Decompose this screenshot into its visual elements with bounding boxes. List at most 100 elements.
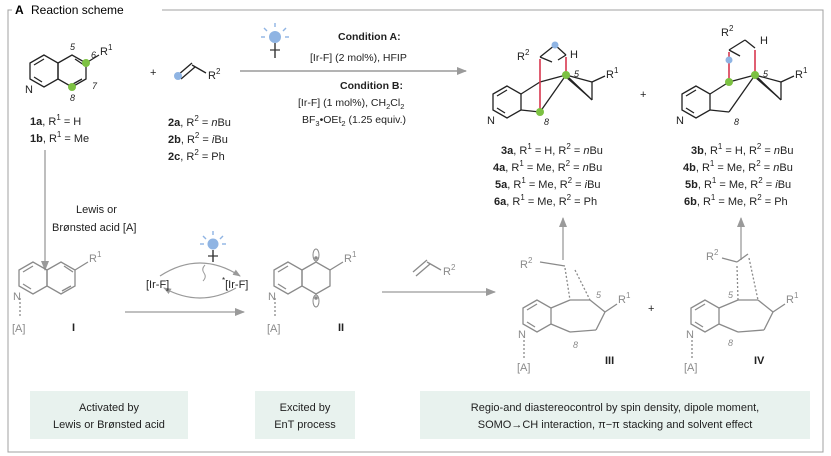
- product-b-structure: [681, 39, 795, 119]
- intermediate-iv-structure: [690, 253, 786, 358]
- alkene-r2: R2: [208, 67, 221, 82]
- compound-2b-label: 2b, R2 = iBu: [168, 131, 228, 146]
- catalyst-excited: *[Ir-F]: [222, 276, 248, 291]
- compound-5a-label: 5a, R1 = Me, R2 = iBu: [495, 176, 601, 191]
- product-a-blue-dot: [551, 41, 559, 49]
- plus-sign-2: +: [640, 89, 646, 101]
- box-excited-line2: EnT process: [274, 419, 336, 431]
- intermediate-iii-acid: [A]: [517, 362, 530, 374]
- plus-sign-1: +: [150, 67, 156, 79]
- intermediate-iii-r1: R1: [618, 291, 631, 306]
- box-regiocontrol-line1: Regio-and diastereocontrol by spin densi…: [471, 402, 759, 414]
- compound-6a-label: 6a, R1 = Me, R2 = Ph: [494, 193, 597, 208]
- box-excited-line1: Excited by: [280, 402, 331, 414]
- panel-title: Reaction scheme: [31, 3, 124, 17]
- intermediate-i-n: N: [13, 291, 21, 303]
- position-5-label: 5: [70, 42, 76, 52]
- intermediate-iv-r1: R1: [786, 291, 799, 306]
- product-b-green-dot-5: [751, 71, 759, 79]
- compound-2a-label: 2a, R2 = nBu: [168, 114, 231, 129]
- product-a-h: H: [570, 49, 578, 61]
- intermediate-iv-8: 8: [728, 338, 733, 348]
- intermediate-iv-n: N: [686, 329, 694, 341]
- box-activated-line1: Activated by: [79, 402, 139, 414]
- intermediate-ii-acid: [A]: [267, 323, 280, 335]
- quinoline-1: [29, 54, 100, 88]
- intermediate-i-label: I: [72, 322, 75, 334]
- product-a-structure: [492, 44, 606, 119]
- box-regiocontrol-line2: SOMO→CH interaction, π−π stacking and so…: [478, 419, 753, 431]
- product-b-h: H: [760, 35, 768, 47]
- alkene-reagent-icon: [412, 259, 442, 277]
- lewis-line2: Brønsted acid [A]: [52, 222, 136, 234]
- condition-a-title: Condition A:: [338, 31, 401, 43]
- quinoline-r1: R1: [100, 43, 113, 58]
- quinoline-n: N: [25, 84, 33, 96]
- catalyst-cycle-arc-top: [159, 262, 241, 277]
- product-a-green-dot-5: [562, 71, 570, 79]
- product-a-r1: R1: [606, 66, 619, 81]
- intermediate-ii-label: II: [338, 322, 344, 334]
- product-b-green-dot-8: [725, 78, 733, 86]
- intermediate-iii-8: 8: [573, 340, 578, 350]
- position-6-label: 6: [91, 50, 96, 60]
- intermediate-ii-radicals: [312, 248, 320, 308]
- compound-3a-label: 3a, R1 = H, R2 = nBu: [501, 142, 603, 157]
- light-squiggle: [202, 264, 206, 282]
- intermediate-iii-structure: [522, 261, 618, 358]
- panel-letter: A: [15, 3, 24, 17]
- intermediate-ii-structure: [273, 261, 344, 318]
- catalyst-cycle-arc-bottom: [163, 287, 237, 299]
- plus-sign-3: +: [648, 303, 654, 315]
- box-activated: [30, 391, 188, 439]
- box-regiocontrol: [420, 391, 810, 439]
- green-dot-c8: [68, 83, 76, 91]
- compound-1b-label: 1b, R1 = Me: [30, 130, 89, 145]
- compound-6b-label: 6b, R1 = Me, R2 = Ph: [684, 193, 788, 208]
- intermediate-iv-r2: R2: [706, 248, 719, 263]
- lewis-line1: Lewis or: [76, 204, 117, 216]
- intermediate-ii-n: N: [268, 291, 276, 303]
- panel-title-backdrop: [12, 3, 162, 17]
- product-b-r1: R1: [795, 66, 808, 81]
- intermediate-iii-label: III: [605, 355, 614, 367]
- compound-3b-label: 3b, R1 = H, R2 = nBu: [691, 142, 794, 157]
- compound-1a-label: 1a, R1 = H: [30, 113, 81, 128]
- product-b-blue-dot: [725, 56, 733, 64]
- intermediate-iv-label: IV: [754, 355, 765, 367]
- intermediate-i-acid: [A]: [12, 323, 25, 335]
- intermediate-iv-5: 5: [728, 290, 734, 300]
- product-a-n: N: [487, 115, 495, 127]
- compound-2c-label: 2c, R2 = Ph: [168, 148, 225, 163]
- product-a-green-dot-8: [536, 108, 544, 116]
- blue-dot-alkene: [174, 72, 182, 80]
- green-dot-c6: [82, 59, 90, 67]
- product-a-r2: R2: [517, 48, 530, 63]
- box-activated-line2: Lewis or Brønsted acid: [53, 419, 165, 431]
- intermediate-iii-n: N: [518, 329, 526, 341]
- condition-a-text: [Ir-F] (2 mol%), HFIP: [310, 52, 407, 64]
- position-8-label: 8: [70, 93, 75, 103]
- intermediate-iii-r2: R2: [520, 256, 533, 271]
- position-7-label: 7: [92, 81, 98, 91]
- alkene-reagent-r2: R2: [443, 263, 456, 278]
- alkene-2: [177, 62, 207, 80]
- product-b-n: N: [676, 115, 684, 127]
- condition-b-line2: BF3•OEt2 (1.25 equiv.): [302, 114, 406, 128]
- catalyst-ground: [Ir-F]: [146, 279, 169, 291]
- intermediate-iv-acid: [A]: [684, 362, 697, 374]
- intermediate-i-structure: [18, 261, 89, 318]
- box-excited: [255, 391, 355, 439]
- condition-b-title: Condition B:: [340, 80, 403, 92]
- intermediate-i-r1: R1: [89, 250, 102, 265]
- product-b-5: 5: [763, 69, 769, 79]
- product-b-8: 8: [734, 117, 739, 127]
- intermediate-iii-5: 5: [596, 290, 602, 300]
- compound-4a-label: 4a, R1 = Me, R2 = nBu: [493, 159, 602, 174]
- compound-4b-label: 4b, R1 = Me, R2 = nBu: [683, 159, 793, 174]
- condition-b-line1: [Ir-F] (1 mol%), CH2Cl2: [298, 97, 404, 111]
- panel-frame: [7, 9, 824, 453]
- product-b-r2: R2: [721, 24, 734, 39]
- blue-led-icon: [261, 23, 289, 58]
